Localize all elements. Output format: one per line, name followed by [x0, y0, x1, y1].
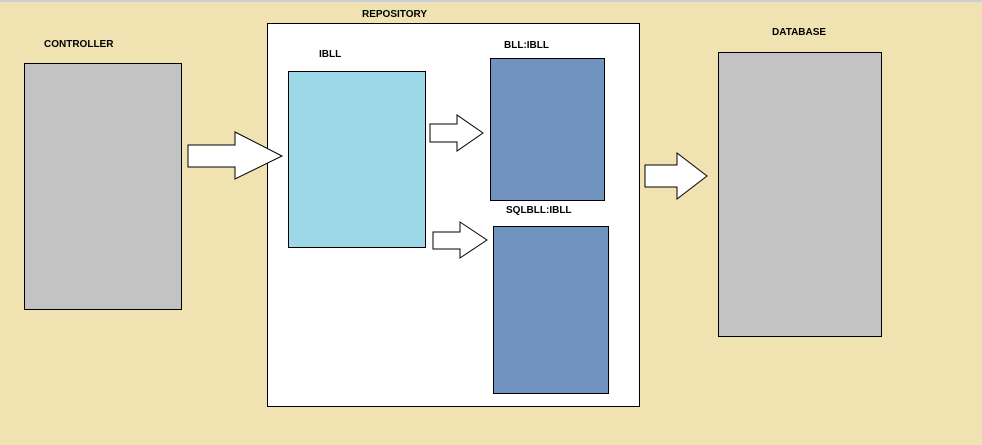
database-box [718, 52, 882, 337]
ibll-label: IBLL [319, 49, 342, 60]
controller-box [24, 63, 182, 310]
database-label: DATABASE [772, 27, 827, 38]
bll-label: BLL:IBLL [504, 40, 549, 51]
repository-label: REPOSITORY [362, 9, 428, 20]
arrow-repository-to-database [644, 151, 708, 201]
arrow-ibll-to-bll [429, 114, 484, 152]
sqlbll-box [493, 226, 609, 394]
controller-label: CONTROLLER [44, 39, 114, 50]
arrow-controller-to-repository [187, 131, 284, 180]
bll-box [490, 58, 605, 201]
top-border [0, 0, 982, 2]
sqlbll-label: SQLBLL:IBLL [506, 205, 572, 216]
arrow-ibll-to-sqlbll [432, 221, 488, 259]
ibll-box [288, 71, 426, 248]
